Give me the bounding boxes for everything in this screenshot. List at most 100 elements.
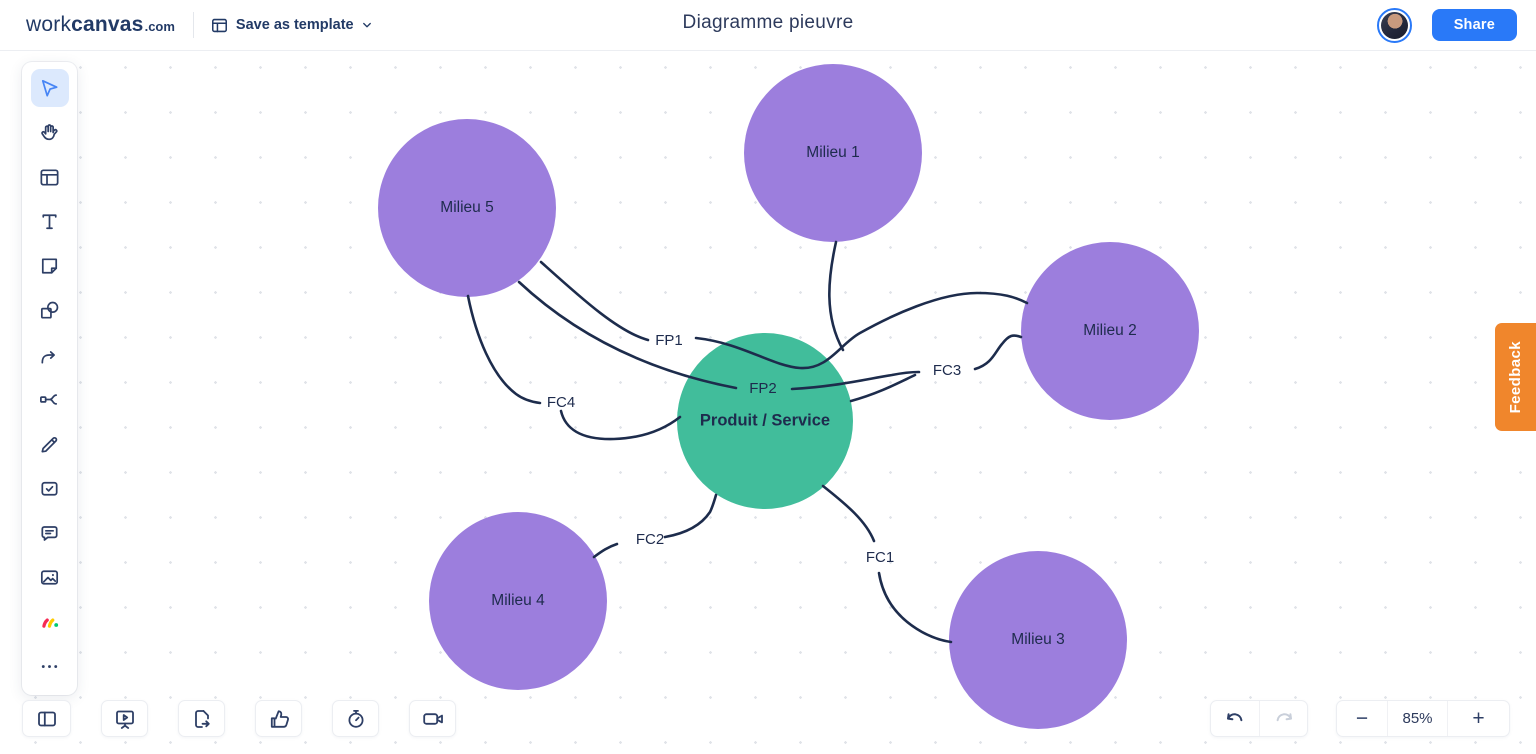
history-group [1210, 700, 1308, 737]
zoom-level: 85% [1387, 701, 1447, 736]
save-as-template-button[interactable]: Save as template [210, 16, 373, 35]
frame-icon [40, 168, 59, 186]
more-icon [41, 665, 58, 668]
edge-label-fc1[interactable]: FC1 [866, 549, 894, 566]
tool-select[interactable] [30, 69, 69, 107]
edge-fc1-upper[interactable] [821, 484, 876, 543]
tool-monday[interactable] [31, 603, 69, 641]
export-button[interactable] [178, 700, 225, 737]
bottom-left-toolbar [22, 700, 456, 737]
share-button[interactable]: Share [1431, 9, 1517, 41]
edge-fp1-right[interactable] [694, 291, 1029, 370]
edge-label-fc2[interactable]: FC2 [636, 531, 664, 548]
header-divider [192, 12, 194, 38]
tool-text[interactable] [31, 203, 69, 241]
pan-icon [41, 124, 58, 141]
edge-label-fc3[interactable]: FC3 [933, 362, 961, 379]
tool-more[interactable] [31, 648, 69, 686]
node-milieu-4[interactable] [429, 512, 607, 690]
node-label-milieu-1: Milieu 1 [806, 144, 859, 161]
feedback-tab[interactable]: Feedback [1495, 323, 1536, 431]
edge-label-fc4[interactable]: FC4 [547, 394, 575, 411]
edge-fc3-right[interactable] [973, 334, 1023, 371]
side-panel-icon [37, 711, 56, 726]
tool-pan[interactable] [31, 114, 69, 152]
tool-connector[interactable] [31, 336, 69, 374]
sticky-note-icon [41, 257, 58, 274]
node-label-produit-service: Produit / Service [700, 411, 830, 429]
node-label-milieu-5: Milieu 5 [440, 199, 493, 216]
tool-comment[interactable] [31, 514, 69, 552]
edge-fc2-right[interactable] [663, 493, 718, 539]
video-record-button[interactable] [409, 700, 456, 737]
node-milieu-2[interactable] [1021, 242, 1199, 420]
zoom-out-button[interactable]: − [1355, 706, 1369, 730]
node-milieu-3[interactable] [949, 551, 1127, 729]
connector-icon [41, 350, 55, 364]
undo-button[interactable] [1211, 701, 1259, 736]
text-icon [42, 214, 57, 230]
zoom-group: − 85% + [1336, 700, 1510, 737]
voting-icon [41, 481, 58, 496]
feedback-label: Feedback [1507, 340, 1524, 414]
user-avatar[interactable] [1376, 7, 1412, 43]
save-as-template-label: Save as template [235, 17, 354, 33]
logo-work: work [26, 13, 72, 36]
edge-label-fp1[interactable]: FP1 [655, 332, 683, 349]
pencil-icon [41, 436, 58, 453]
shapes-icon [40, 301, 59, 319]
node-milieu-5[interactable] [378, 119, 556, 297]
timer-icon [348, 709, 363, 728]
edge-milieu1-to-center[interactable] [828, 240, 845, 352]
tool-shapes[interactable] [31, 292, 69, 330]
tool-sidebar [22, 62, 77, 695]
chevron-down-icon [361, 19, 373, 31]
edge-fc2-left[interactable] [592, 542, 619, 559]
zoom-in-button[interactable]: + [1447, 701, 1509, 736]
logo-domain: .com [144, 19, 175, 34]
node-label-milieu-3: Milieu 3 [1011, 631, 1064, 648]
edge-fc4-right[interactable] [559, 409, 682, 441]
monday-icon [42, 617, 59, 628]
edge-fp2-right[interactable] [790, 370, 921, 391]
side-panel-button[interactable] [22, 700, 71, 737]
reactions-icon [270, 709, 289, 728]
tool-sticky-note[interactable] [31, 247, 69, 285]
redo-button[interactable] [1259, 701, 1307, 736]
comment-icon [41, 525, 58, 541]
document-title[interactable]: Diagramme pieuvre [682, 12, 854, 33]
header-right: Share [1376, 7, 1517, 43]
edge-fc4-left[interactable] [466, 294, 542, 405]
image-icon [40, 570, 59, 585]
node-label-milieu-4: Milieu 4 [491, 592, 545, 609]
template-frame-icon [210, 16, 229, 35]
reactions-button[interactable] [255, 700, 302, 737]
present-button[interactable] [101, 700, 148, 737]
tool-mind-map[interactable] [31, 381, 69, 419]
video-record-icon [422, 712, 443, 725]
edge-fp2-left[interactable] [517, 280, 738, 390]
tool-pencil[interactable] [31, 425, 69, 463]
node-milieu-1[interactable] [744, 64, 922, 242]
timer-button[interactable] [332, 700, 379, 737]
select-icon [41, 79, 58, 97]
mind-map-icon [40, 394, 58, 405]
avatar-photo [1380, 11, 1408, 39]
node-produit-service[interactable] [677, 333, 853, 509]
tool-image[interactable] [31, 559, 69, 597]
diagram-canvas-area[interactable]: Milieu 1 Milieu 2 Milieu 3 Milieu 4 Milieu 5… [0, 51, 1536, 754]
edge-label-fp2[interactable]: FP2 [749, 380, 777, 397]
export-icon [194, 709, 210, 728]
edge-fp1-left[interactable] [539, 260, 650, 342]
edge-fc3-left[interactable] [849, 373, 917, 403]
tool-voting[interactable] [31, 470, 69, 508]
node-label-milieu-2: Milieu 2 [1083, 322, 1136, 339]
tool-frame[interactable] [31, 158, 69, 196]
present-icon [115, 710, 134, 729]
logo-canvas: canvas [71, 13, 144, 36]
bottom-right-toolbar: − 85% + [1210, 700, 1510, 737]
edge-fc1-lower[interactable] [877, 571, 953, 644]
